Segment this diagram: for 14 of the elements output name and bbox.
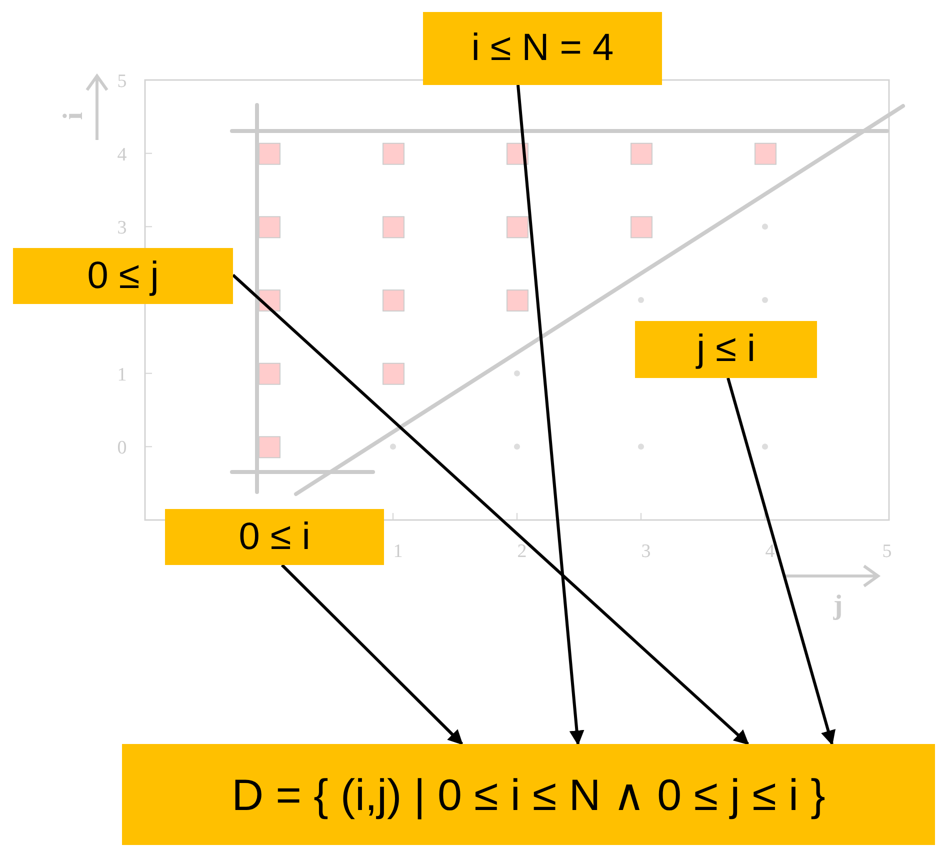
- constraint-text: j ≤ i: [696, 328, 756, 371]
- constraint-box: [13, 248, 233, 304]
- constraint-text: 0 ≤ i: [238, 516, 310, 558]
- constraint-text: D = { (i,j) | 0 ≤ i ≤ N ∧ 0 ≤ j ≤ i }: [232, 770, 826, 820]
- arrow: [516, 84, 584, 746]
- constraint-box: [423, 12, 662, 85]
- constraint-box: [165, 509, 384, 565]
- arrow: [726, 378, 836, 746]
- constraint-text: i ≤ N = 4: [471, 27, 614, 70]
- constraint-box: [635, 321, 817, 378]
- arrow: [232, 274, 750, 746]
- constraint-box: [122, 744, 935, 845]
- arrow: [280, 564, 464, 746]
- constraint-text: 0 ≤ j: [87, 254, 159, 298]
